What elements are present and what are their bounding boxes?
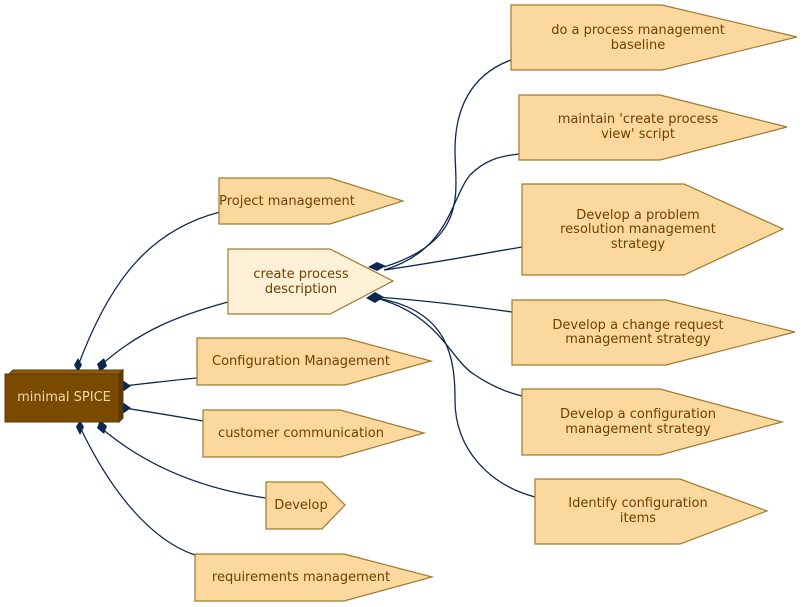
node-create-process-description[interactable]: create process description	[227, 248, 395, 315]
node-requirements-management[interactable]: requirements management	[194, 553, 435, 602]
node-create-process-label-line1: create process	[253, 267, 349, 282]
node-shape	[227, 248, 395, 315]
node-customer-communication[interactable]: customer communication	[202, 409, 427, 458]
node-problem-resolution[interactable]: Develop a problem resolution management …	[521, 183, 785, 276]
node-shape	[202, 409, 427, 458]
node-config-strategy-label-line2: management strategy	[565, 422, 711, 437]
node-maintain-script[interactable]: maintain 'create process view' script	[518, 94, 788, 161]
node-shape	[534, 478, 769, 545]
node-pm-baseline-label-line1: do a process management	[551, 23, 725, 38]
node-shape	[511, 299, 796, 366]
root-node[interactable]: minimal SPICE	[4, 368, 125, 424]
node-create-process-label-line2: description	[265, 282, 337, 297]
node-project-management[interactable]: Project management	[218, 177, 405, 225]
node-problem-resolution-label-line3: strategy	[611, 237, 666, 252]
edge-process-baseline	[383, 59, 512, 268]
node-maintain-script-label-line1: maintain 'create process	[558, 112, 719, 127]
node-pm-baseline-label-line2: baseline	[611, 38, 665, 53]
node-change-request[interactable]: Develop a change request management stra…	[511, 299, 796, 366]
diamond-marker	[74, 358, 82, 372]
diamond-marker	[97, 420, 107, 434]
node-shape	[265, 481, 346, 530]
node-problem-resolution-label-line2: resolution management	[560, 222, 716, 237]
edge-root-requirements-management	[79, 426, 196, 556]
node-config-items-label-line2: items	[620, 511, 656, 526]
node-shape	[218, 177, 405, 225]
root-edges	[77, 211, 267, 556]
node-develop-label: Develop	[274, 498, 328, 513]
edge-root-create-process	[99, 301, 229, 367]
node-config-items-label-line1: Identify configuration	[568, 496, 707, 511]
diamond-marker	[97, 358, 107, 372]
diamond-marker	[368, 262, 386, 271]
node-configuration-management-label: Configuration Management	[212, 354, 390, 369]
process-edges	[375, 59, 536, 498]
node-pm-baseline[interactable]: do a process management baseline	[510, 4, 798, 71]
node-shape	[521, 183, 785, 276]
node-change-request-label-line2: management strategy	[565, 332, 711, 347]
root-node-top	[7, 369, 125, 375]
node-change-request-label-line1: Develop a change request	[552, 318, 723, 333]
diamond-marker	[76, 420, 84, 435]
node-shape	[521, 388, 785, 456]
root-node-front	[4, 373, 120, 423]
node-configuration-management[interactable]: Configuration Management	[196, 337, 434, 386]
edge-process-maintain-script	[383, 153, 520, 271]
edge-process-change-request	[375, 296, 513, 313]
node-shape	[510, 4, 798, 71]
edge-process-config-strategy	[375, 297, 523, 397]
node-shape	[196, 337, 434, 386]
edge-process-problem-resolution	[383, 246, 523, 271]
root-node-side	[118, 368, 124, 424]
edge-root-configuration-management	[123, 377, 198, 387]
node-problem-resolution-label-line1: Develop a problem	[576, 208, 700, 223]
process-diamonds	[366, 262, 386, 303]
node-project-management-label: Project management	[219, 194, 355, 209]
node-shape	[518, 94, 788, 161]
edge-root-customer-communication	[123, 407, 204, 422]
node-config-strategy[interactable]: Develop a configuration management strat…	[521, 388, 785, 456]
edge-root-project-management	[77, 211, 221, 367]
node-config-strategy-label-line1: Develop a configuration	[560, 407, 716, 422]
node-customer-communication-label: customer communication	[218, 426, 384, 441]
diamond-marker	[366, 292, 384, 303]
node-maintain-script-label-line2: view' script	[601, 127, 675, 142]
edge-process-config-items	[375, 297, 536, 498]
edge-root-develop	[99, 426, 267, 499]
node-develop[interactable]: Develop	[265, 481, 346, 530]
node-shape	[194, 553, 435, 602]
node-requirements-management-label: requirements management	[212, 570, 390, 585]
root-node-label: minimal SPICE	[17, 390, 111, 405]
node-config-items[interactable]: Identify configuration items	[534, 478, 769, 545]
